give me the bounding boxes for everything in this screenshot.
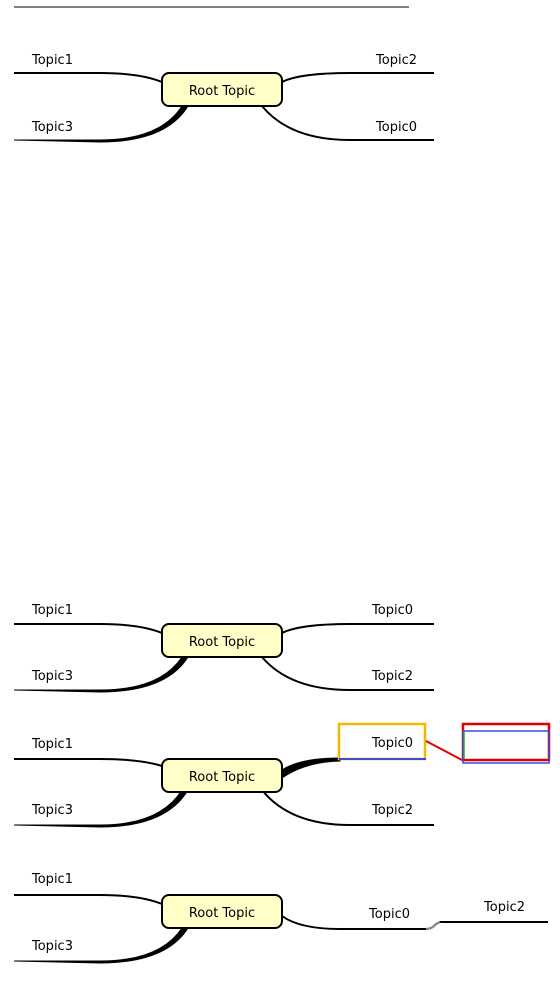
topic-label[interactable]: Topic2 — [371, 803, 413, 818]
branch-line — [261, 105, 434, 141]
root-topic-node[interactable] — [161, 623, 283, 658]
mind-map-diagram-4: Root Topic Topic1 Topic0 Topic3 Topic2 — [13, 872, 548, 964]
topic-label[interactable]: Topic0 — [368, 907, 410, 922]
mind-map-diagram-1: Root Topic Topic1 Topic2 Topic3 Topic0 — [13, 53, 434, 143]
topic-label[interactable]: Topic2 — [375, 53, 417, 68]
branch-line — [261, 789, 434, 826]
root-topic-label: Root Topic — [189, 906, 255, 921]
root-topic-label: Root Topic — [189, 635, 255, 650]
topic-label[interactable]: Topic2 — [371, 669, 413, 684]
drag-connector — [425, 740, 463, 761]
root-topic-node[interactable] — [161, 72, 283, 107]
topic-label[interactable]: Topic3 — [31, 803, 73, 818]
drop-target-outline — [461, 722, 551, 762]
topic-label[interactable]: Topic0 — [371, 736, 413, 751]
root-topic-label: Root Topic — [189, 84, 255, 99]
topic-label[interactable]: Topic1 — [31, 737, 73, 752]
branch-line — [261, 656, 434, 691]
topic-label[interactable]: Topic2 — [483, 900, 525, 915]
branch-line — [425, 921, 441, 930]
mind-map-diagram-2: Root Topic Topic1 Topic0 Topic3 Topic2 — [13, 603, 434, 693]
root-topic-node[interactable] — [161, 894, 283, 929]
branch-line — [281, 915, 548, 930]
topic-label[interactable]: Topic1 — [31, 53, 73, 68]
branch-line — [281, 757, 341, 779]
topic-label[interactable]: Topic0 — [371, 603, 413, 618]
topic-label[interactable]: Topic3 — [31, 669, 73, 684]
branch-line — [281, 623, 434, 634]
branch-line — [14, 894, 163, 905]
branch-line — [14, 758, 163, 767]
topic-label[interactable]: Topic0 — [375, 120, 417, 135]
topic-label[interactable]: Topic3 — [31, 120, 73, 135]
branch-line — [14, 72, 163, 83]
topic-label[interactable]: Topic1 — [31, 872, 73, 887]
topic-label[interactable]: Topic3 — [31, 939, 73, 954]
root-topic-node[interactable] — [161, 758, 283, 793]
branch-line — [281, 72, 434, 83]
branch-line — [14, 623, 163, 634]
root-topic-label: Root Topic — [189, 770, 255, 785]
drop-target-inner — [462, 730, 550, 764]
topic-label[interactable]: Topic1 — [31, 603, 73, 618]
mind-map-diagram-3: Root Topic Topic1 Topic0 Topic3 Topic2 — [13, 722, 551, 828]
